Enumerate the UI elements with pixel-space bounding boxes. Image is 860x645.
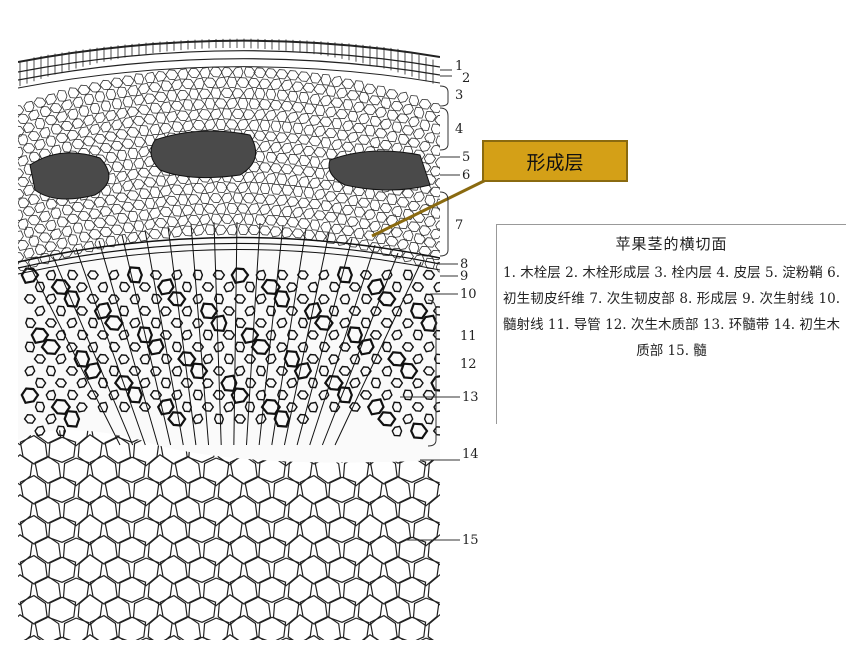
layer-labels (400, 69, 460, 541)
legend-title: 苹果茎的横切面 (615, 235, 728, 253)
label-14: 14 (462, 447, 479, 462)
phloem-fiber-bundles (29, 130, 431, 200)
label-2: 2 (462, 71, 470, 86)
callout-leader (371, 176, 491, 238)
secondary-xylem-cells (20, 222, 440, 446)
label-8: 8 (460, 257, 468, 272)
label-1: 1 (455, 59, 463, 74)
xylem-region (18, 238, 440, 463)
label-4: 4 (455, 122, 463, 137)
label-11: 11 (460, 329, 477, 344)
label-13: 13 (462, 390, 479, 405)
label-9: 9 (460, 269, 468, 284)
cambium-callout-label: 形成层 (482, 140, 628, 182)
label-15: 15 (462, 533, 479, 548)
legend-body: 1. 木栓层 2. 木栓形成层 3. 栓内层 4. 皮层 5. 淀粉鞘 6. 初… (503, 265, 840, 359)
label-3: 3 (455, 88, 463, 103)
legend-box: 苹果茎的横切面 1. 木栓层 2. 木栓形成层 3. 栓内层 4. 皮层 5. … (496, 224, 846, 424)
label-7: 7 (455, 218, 463, 233)
stem-tissue (18, 38, 440, 640)
cambium-band (18, 236, 440, 275)
periderm (18, 38, 440, 89)
layer-number-labels: 1 2 3 4 5 6 7 8 9 10 11 12 13 14 15 (455, 59, 479, 548)
label-5: 5 (462, 150, 470, 165)
label-12: 12 (460, 357, 477, 372)
label-6: 6 (462, 168, 470, 183)
label-10: 10 (460, 287, 477, 302)
